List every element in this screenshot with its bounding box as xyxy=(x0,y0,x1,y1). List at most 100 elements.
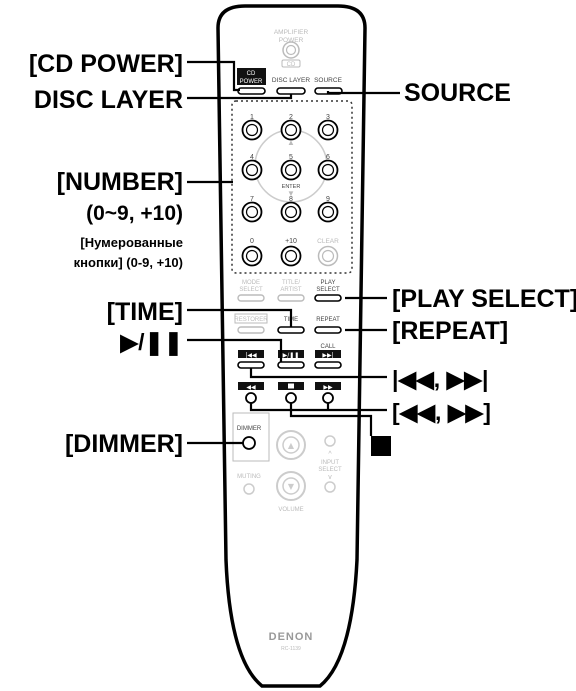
number-button-3[interactable] xyxy=(317,119,339,141)
input-down-chevron-icon: v xyxy=(328,474,332,481)
enter-label: ENTER xyxy=(282,184,301,190)
stop-button[interactable] xyxy=(285,392,297,404)
callout-skip: |◀◀, ▶▶| xyxy=(392,366,488,392)
callout-number-ru-2: кнопки] (0-9, +10) xyxy=(74,255,183,270)
volume-up-button[interactable]: ▲ xyxy=(276,430,306,460)
restorer-label: RESTORER xyxy=(234,317,268,323)
input-select-label-2: SELECT xyxy=(318,467,342,473)
callout-search: [◀◀, ▶▶] xyxy=(392,399,491,425)
callout-stop-icon xyxy=(371,436,391,456)
leader-skip xyxy=(249,368,387,379)
title-artist-label-2: ARTIST xyxy=(280,287,302,293)
number-label-1: 1 xyxy=(250,114,254,121)
dimmer-label: DIMMER xyxy=(237,426,262,432)
number-button-9[interactable] xyxy=(317,201,339,223)
callout-play-pause: ▶/❚❚ xyxy=(119,329,183,356)
amp-power-label-2: POWER xyxy=(279,37,304,44)
callout-lines xyxy=(187,60,400,445)
play-select-label-2: SELECT xyxy=(316,287,340,293)
model-label: RC-1139 xyxy=(281,646,301,652)
skip-forward-button[interactable]: ▶▶| xyxy=(315,350,341,359)
repeat-button[interactable] xyxy=(314,326,342,334)
number-label-6: 6 xyxy=(326,154,330,161)
clear-label: CLEAR xyxy=(317,238,339,245)
skip-forward-key[interactable] xyxy=(314,361,342,369)
title-artist-button[interactable] xyxy=(277,294,305,302)
skip-back-button[interactable]: |◀◀ xyxy=(238,350,264,359)
brand-logo: DENON xyxy=(269,631,314,643)
leader-source xyxy=(326,91,400,95)
mode-select-label-1: MODE xyxy=(242,280,260,286)
remote-body xyxy=(216,4,367,688)
cursor-down-icon: ▼ xyxy=(287,189,295,198)
skip-back-icon: |◀◀ xyxy=(245,352,257,359)
input-select-up-button[interactable] xyxy=(324,435,336,447)
fast-forward-button[interactable] xyxy=(322,392,334,404)
amp-power-label-1: AMPLIFIER xyxy=(274,29,309,36)
skip-forward-icon: ▶▶| xyxy=(322,352,333,359)
restorer-button[interactable] xyxy=(237,326,265,334)
leader-disc-layer xyxy=(187,94,293,100)
restorer-badge xyxy=(234,313,268,324)
number-button-4[interactable] xyxy=(241,159,263,181)
number-button-8[interactable] xyxy=(280,201,302,223)
muting-button[interactable] xyxy=(243,483,255,495)
play-pause-icon: ▶/❚❚ xyxy=(283,352,300,359)
number-button-0[interactable] xyxy=(241,245,263,267)
rewind-label: ◀◀ xyxy=(238,382,264,391)
leader-play-pause xyxy=(187,338,283,362)
clear-button[interactable] xyxy=(317,245,339,267)
cd-mode-badge xyxy=(281,59,301,68)
number-label-2: 2 xyxy=(289,114,293,121)
stop-label xyxy=(278,382,304,390)
fast-forward-icon: ▶▶ xyxy=(323,384,333,391)
play-pause-key[interactable] xyxy=(277,361,305,369)
volume-label: VOLUME xyxy=(278,507,303,513)
play-select-label-1: PLAY xyxy=(321,280,336,286)
input-select-label-1: INPUT xyxy=(321,460,339,466)
number-label-5: 5 xyxy=(289,154,293,161)
amp-power-button[interactable] xyxy=(282,41,300,59)
callout-cd-power: [CD POWER] xyxy=(29,50,183,78)
number-label-4: 4 xyxy=(250,154,254,161)
number-button-plus10[interactable] xyxy=(280,245,302,267)
callout-number-range: (0~9, +10) xyxy=(86,202,183,225)
volume-down-button[interactable]: ▼ xyxy=(276,471,306,501)
callout-repeat: [REPEAT] xyxy=(392,317,508,345)
dimmer-box xyxy=(232,412,270,462)
number-button-7[interactable] xyxy=(241,201,263,223)
fast-forward-label: ▶▶ xyxy=(315,382,341,391)
dimmer-button[interactable] xyxy=(242,436,256,450)
number-button-6[interactable] xyxy=(317,159,339,181)
play-select-button[interactable] xyxy=(314,294,342,302)
cd-power-label-1: CD xyxy=(247,71,256,77)
volume-up-icon: ▲ xyxy=(288,441,295,450)
leader-time xyxy=(187,308,293,327)
number-button-1[interactable] xyxy=(241,119,263,141)
callout-number: [NUMBER] xyxy=(57,168,183,196)
number-label-0: 0 xyxy=(250,238,254,245)
number-button-5[interactable] xyxy=(280,159,302,181)
leader-cd-power xyxy=(187,60,240,92)
number-label-8: 8 xyxy=(289,196,293,203)
number-label-9: 9 xyxy=(326,196,330,203)
callout-source: SOURCE xyxy=(404,79,511,107)
play-pause-button[interactable]: ▶/❚❚ xyxy=(278,350,304,359)
leader-search-left xyxy=(249,403,387,412)
cd-power-label-bg xyxy=(237,68,266,85)
callout-number-ru-1: [Нумерованные xyxy=(80,235,183,250)
rewind-icon: ◀◀ xyxy=(246,384,256,391)
callout-time: [TIME] xyxy=(107,298,183,326)
disc-layer-label: DISC LAYER xyxy=(272,77,310,84)
callout-dimmer: [DIMMER] xyxy=(65,430,183,458)
cd-power-label-2: POWER xyxy=(240,79,263,85)
number-label-7: 7 xyxy=(250,196,254,203)
leader-stop xyxy=(289,403,373,436)
mode-select-label-2: SELECT xyxy=(239,287,263,293)
rewind-button[interactable] xyxy=(245,392,257,404)
mode-select-button[interactable] xyxy=(237,294,265,302)
number-button-2[interactable] xyxy=(280,119,302,141)
cursor-up-icon: ▲ xyxy=(287,138,295,147)
input-select-down-button[interactable] xyxy=(324,481,336,493)
cd-mode-label: CD xyxy=(287,62,296,68)
